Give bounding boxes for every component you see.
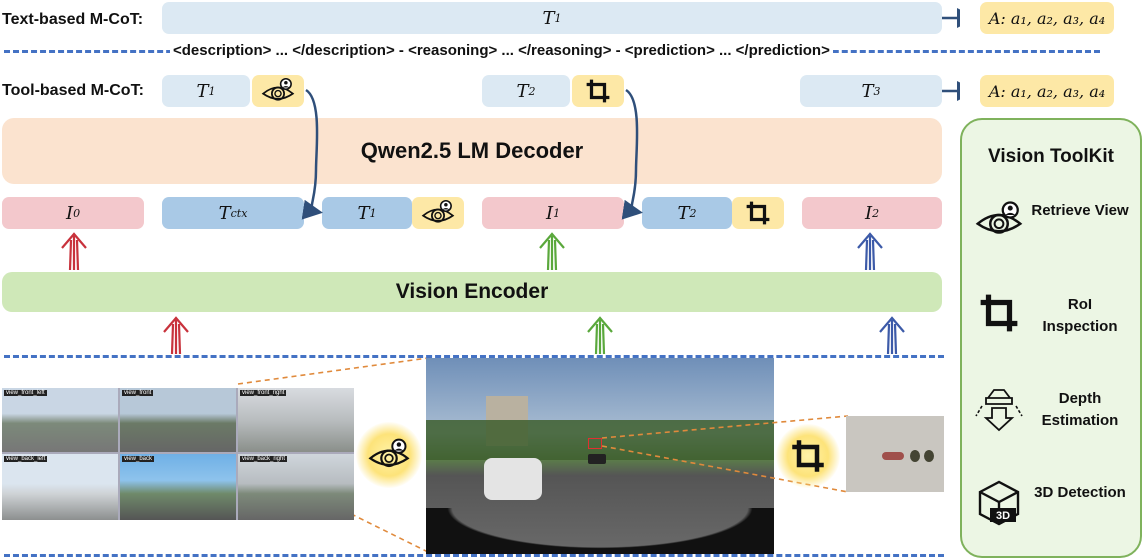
separator-line [4,554,944,557]
token-subscript: 0 [73,206,81,220]
lm-decoder: Qwen2.5 LM Decoder [2,118,942,184]
camera-view: view_back_left [2,454,118,520]
token-letter: T [196,80,209,102]
view-label: view_back_left [4,456,48,462]
roi-zoomed-image [846,416,944,492]
3d-detection-icon: 3D [978,480,1020,526]
answer-text: A: a₁, a₂, a₃, a₄ [988,81,1106,101]
tool-cot-label: Tool-based M-CoT: [2,82,144,99]
view-label: view_front [122,390,154,396]
view-label: view_back_right [240,456,288,462]
crop-icon [790,438,826,474]
answer-text: A: a₁, a₂, a₃, a₄ [988,8,1106,28]
tool-name-retrieve-view: Retrieve View [1031,202,1129,219]
input-crop-token [732,197,784,229]
svg-text:3D: 3D [996,510,1010,522]
camera-view: view_front_left [2,388,118,452]
zoomed-object [882,452,904,460]
crop-token [572,75,624,107]
camera-view: view_back_right [238,454,354,520]
token-letter: T [218,202,231,224]
depth-estimation-icon [975,389,1023,432]
token-letter: T [516,80,529,102]
vision-toolkit-panel: Vision ToolKit Retrieve View RoI Inspect… [960,118,1142,558]
token-subscript: ctx [230,206,248,220]
roi-box [588,438,602,449]
input-retrieve-view-token [412,197,464,229]
zoomed-object [910,450,920,462]
roi-tool-badge [776,424,840,488]
front-camera-image [426,358,774,554]
separator-line [4,355,944,358]
text-cot-answer: A: a₁, a₂, a₃, a₄ [980,2,1114,34]
token-letter: I [65,202,74,224]
retrieve-view-token [252,75,304,107]
tool-cot-answer: A: a₁, a₂, a₃, a₄ [980,75,1114,107]
view-label: view_front_right [240,390,287,396]
view-label: view_front_left [4,390,47,396]
tool-name-roi-inspection: RoI Inspection [1042,296,1118,335]
zoomed-object [924,450,934,462]
encoder-label: Vision Encoder [395,280,549,303]
token-letter: T [677,202,690,224]
retrieve-view-icon [367,437,411,473]
tree-line [426,420,774,460]
token-subscript: 1 [208,84,216,98]
tags-line: <description> ... </description> - <reas… [170,42,833,59]
token-subscript: 1 [553,206,561,220]
connector-arrows [61,8,960,553]
camera-view: view_front_right [238,388,354,452]
token-subscript: 1 [554,11,562,25]
view-label: view_back [122,456,155,462]
token-letter: I [545,202,554,224]
dark-car [588,454,606,464]
camera-view: view_front [120,388,236,452]
white-suv [484,458,542,500]
token-subscript: 2 [872,206,880,220]
camera-view: view_back [120,454,236,520]
retrieve-view-icon [974,198,1024,242]
dashboard-edge [426,508,774,554]
tool-name-depth-estimation: Depth Estimation [1041,390,1119,429]
token-letter: I [864,202,873,224]
multi-view-grid: view_front_left view_front view_front_ri… [2,388,354,520]
token-letter: T [357,202,370,224]
vision-encoder: Vision Encoder [2,272,942,312]
crop-icon [978,292,1020,334]
decoder-label: Qwen2.5 LM Decoder [360,138,584,163]
toolkit-title: Vision ToolKit [988,146,1114,167]
token-letter: T [542,7,555,29]
token-subscript: 3 [873,84,881,98]
token-subscript: 2 [528,84,536,98]
token-letter: T [861,80,874,102]
text-cot-label: Text-based M-CoT: [2,11,144,28]
tool-name-3d-detection: 3D Detection [1034,484,1126,501]
token-subscript: 2 [689,206,697,220]
token-subscript: 1 [369,206,377,220]
retrieve-view-tool-badge [356,422,422,488]
